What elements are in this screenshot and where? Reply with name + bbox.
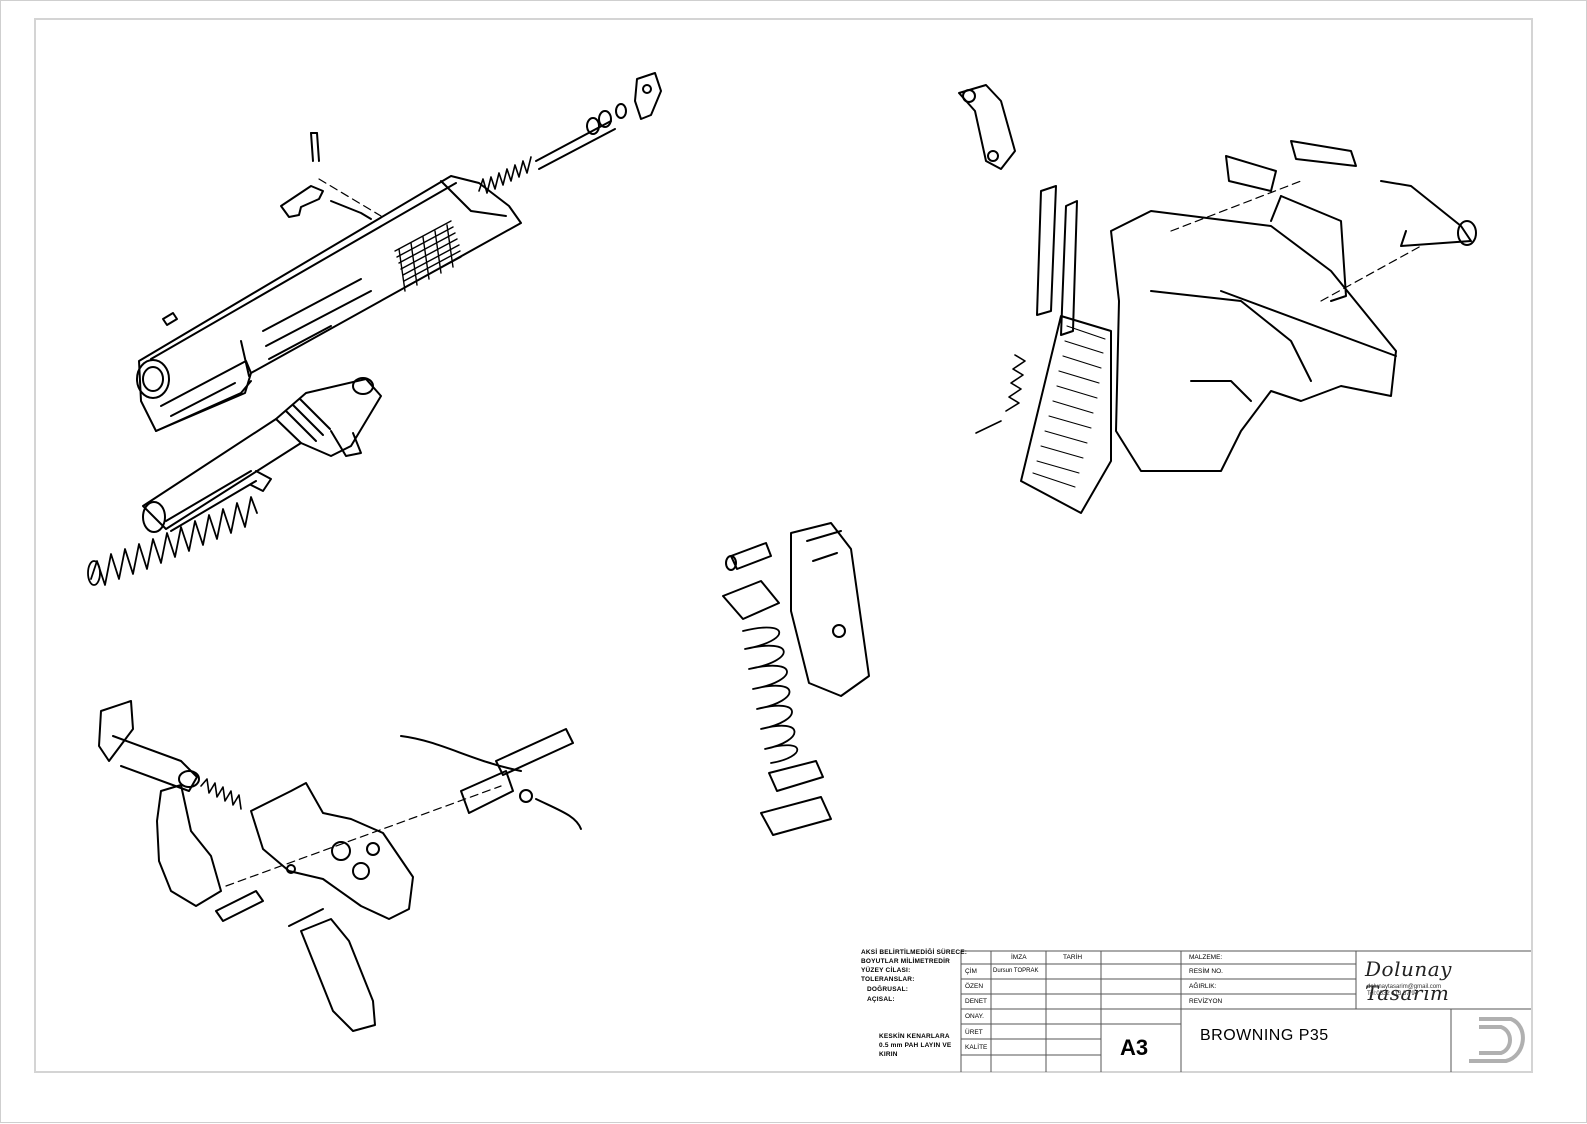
sear-and-pins [1225,140,1477,247]
title-block: AKSİ BELİRTİLMEDİĞİ SÜRECE: BOYUTLAR MİL… [849,949,1531,1072]
magazine-spring [742,626,799,764]
general-notes: AKSİ BELİRTİLMEDİĞİ SÜRECE: BOYUTLAR MİL… [849,949,967,1072]
note-line: BOYUTLAR MİLİMETREDİR [861,958,951,965]
revision-field: REVİZYON [1189,998,1223,1005]
slide-serrations [394,220,462,292]
edge-note-line: KIRIN [879,1051,898,1058]
note-line: DOĞRUSAL: [867,986,909,993]
brand-name: Dolunay Tasarım [1365,957,1452,1005]
sheet-size: A3 [1120,1035,1149,1060]
recoil-spring [87,496,258,586]
brand-logo-icon [1469,1017,1525,1063]
row-label: KALİTE [965,1044,988,1051]
row-label: DENET [965,998,988,1005]
follower-part [722,580,780,620]
drawn-by-value: Dursun TOPRAK [993,968,1039,974]
assembly-line [1170,180,1302,232]
weight-field: AĞIRLIK: [1189,983,1217,990]
firing-pin-part [535,72,662,170]
cartridge-part [725,542,772,571]
guide-rod-part [165,470,272,532]
trigger-housing-part [250,782,414,920]
note-line: YÜZEY CİLASI: [861,967,911,974]
col-header-tarih: TARİH [1063,954,1083,961]
slide-part [136,175,522,432]
assembly-line [1320,245,1422,302]
frame-spring [975,354,1026,434]
magazine-tube-part [790,522,870,697]
magazine-base-part [760,760,832,836]
row-label: ÜRET [965,1029,983,1036]
edge-note-line: 0.5 mm PAH LAYIN VE [879,1042,952,1049]
note-line: TOLERANSLAR: [861,976,915,983]
assembly-line [318,178,382,217]
brand-phone: Tel:0532 413 57 94 [1367,991,1419,997]
material-field: MALZEME: [1189,954,1223,961]
grip-checkering [1032,325,1106,488]
title-block-lines [960,950,1531,1072]
row-label: ONAY. [965,1013,984,1020]
frame-part [1110,195,1397,472]
slide-stop-part [1036,185,1078,336]
hammer-part [98,700,222,907]
row-label: ÖZEN [965,983,984,990]
barrel-part [142,377,382,533]
trigger-part [288,908,376,1032]
grip-panel-part [1020,315,1112,514]
drawing-number-field: RESİM NO. [1189,968,1223,975]
safety-lever-part [958,84,1016,170]
firing-pin-spring [478,156,532,194]
extractor-part [162,132,372,326]
brand-email: dolunaytasarim@gmail.com [1367,984,1442,990]
hammer-spring [200,778,242,810]
col-header-imza: İMZA [1011,954,1027,961]
note-line: AKSİ BELİRTİLMEDİĞİ SÜRECE: [861,949,968,956]
row-label: ÇİM [965,968,977,975]
edge-note-line: KESKİN KENARLARA [879,1033,950,1040]
pin-parts [215,728,582,922]
drawing-frame [34,18,1533,1073]
drawing-title: BROWNING P35 [1200,1027,1329,1044]
assembly-line [225,785,502,887]
note-line: AÇISAL: [867,996,895,1003]
